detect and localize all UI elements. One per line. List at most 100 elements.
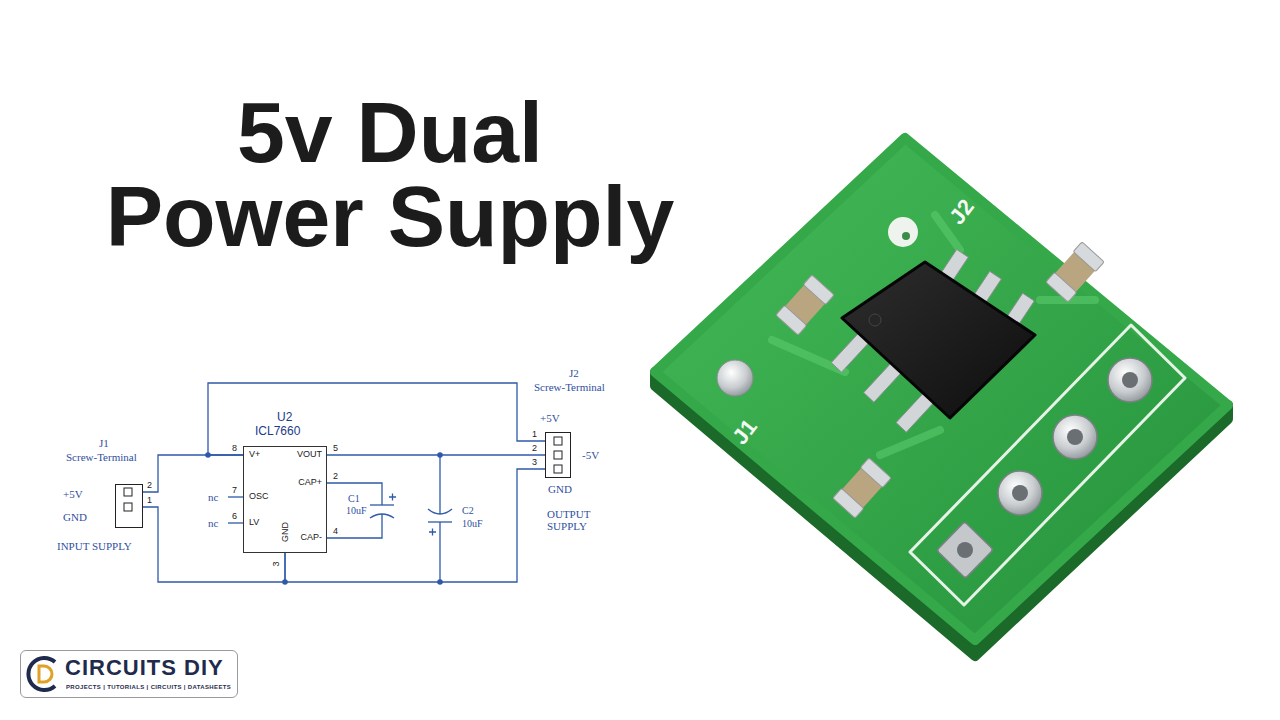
pin-number: 1: [147, 496, 152, 506]
wire: [439, 455, 440, 514]
header-pad: [1053, 415, 1097, 459]
wire: [327, 514, 382, 538]
pin-name: CAP+: [298, 478, 322, 488]
smd-capacitor: [776, 275, 834, 335]
pcb-board: [655, 138, 1228, 640]
wire-connection: [285, 469, 545, 582]
diagram-title: 5v Dual Power Supply: [101, 90, 679, 258]
header-hole: [1012, 485, 1028, 501]
part-reference: J1: [99, 437, 109, 449]
pin-name: CAP-: [300, 533, 322, 543]
pin-number: 1: [532, 430, 537, 440]
part-reference: U2: [277, 411, 292, 424]
header-hole: [1067, 429, 1083, 445]
terminal-pin: [554, 451, 562, 459]
logo-d: [39, 666, 52, 682]
pin-name: GND: [281, 522, 291, 542]
pin-number: 3: [532, 458, 537, 468]
capacitor-terminal: [776, 305, 807, 335]
wire-connection: [208, 383, 545, 455]
pin-number: 6: [232, 512, 237, 522]
terminal-pin: [124, 503, 132, 511]
no-connect-label: nc: [208, 517, 218, 529]
supply-label: INPUT SUPPLY: [57, 540, 132, 552]
pin-stub: [228, 522, 243, 523]
signal-name: GND: [548, 483, 572, 495]
component-value: 10uF: [346, 505, 367, 516]
logo-badge: CIRCUITS DIY PROJECTS | TUTORIALS | CIRCU…: [20, 650, 238, 698]
capacitor-plate: [370, 504, 394, 505]
logo-text: CIRCUITS DIY: [65, 656, 224, 680]
part-number: ICL7660: [255, 425, 300, 438]
pcb-photo: [655, 138, 1228, 656]
logo-icon: [28, 658, 55, 690]
capacitor-terminal: [833, 488, 864, 518]
pcb-via: [888, 217, 918, 247]
smd-capacitor: [1046, 242, 1104, 302]
pin-number: 2: [532, 444, 537, 454]
screw-terminal: J2Screw-Terminal: [545, 432, 571, 478]
terminal-pin: [124, 488, 132, 496]
logo-ring: [28, 658, 55, 690]
polarity-plus: [389, 494, 396, 501]
pin-number: 8: [232, 444, 237, 454]
capacitor-plate-curved: [428, 509, 452, 514]
header-pad: [1108, 358, 1152, 402]
component-reference: C2: [462, 505, 474, 516]
chip-legs: [831, 249, 1034, 432]
part-reference: J2: [569, 367, 579, 379]
junction-dots: [205, 452, 443, 585]
pin-name: VOUT: [297, 450, 322, 460]
pin-number: 2: [147, 481, 152, 491]
no-connect-label: nc: [208, 491, 218, 503]
signal-name: +5V: [540, 412, 560, 424]
chip-body: [842, 262, 1035, 418]
capacitor-terminal: [1073, 242, 1104, 272]
signal-name: +5V: [63, 488, 83, 500]
header-pad: [998, 471, 1042, 515]
component-reference: C1: [348, 493, 360, 504]
capacitor-terminal: [860, 458, 891, 488]
wire: [439, 522, 440, 582]
header-hole: [1122, 372, 1138, 388]
signal-name: -5V: [582, 449, 599, 461]
smd-capacitor: [833, 458, 891, 518]
wire-connection: [143, 507, 285, 582]
pin-stub: [228, 496, 243, 497]
header-hole: [957, 542, 973, 558]
header-square-pad: [937, 522, 994, 579]
screw-terminal: J1Screw-Terminal: [115, 484, 143, 528]
pin-name: LV: [249, 518, 259, 528]
pin-number: 7: [232, 486, 237, 496]
ic-package: U2ICL7660V+OSCLVGNDVOUTCAP+CAP-: [243, 446, 327, 553]
pcb-via-hole: [902, 232, 910, 240]
wire-connection: [327, 454, 545, 455]
pin-name: V+: [249, 450, 260, 460]
part-type: Screw-Terminal: [534, 381, 605, 393]
pin-number: 5: [333, 444, 338, 454]
pin-number: 4: [333, 527, 338, 537]
signal-name: GND: [63, 511, 87, 523]
terminal-pin: [554, 465, 562, 473]
chip-pin1-mark: [869, 314, 881, 326]
polarity-plus: [429, 529, 436, 536]
capacitor-terminal: [1046, 272, 1077, 302]
pin-number: 3: [272, 561, 282, 566]
pcb-trace: [772, 215, 1095, 455]
terminal-pin: [554, 437, 562, 445]
pcb-via: [717, 360, 753, 396]
terminal-pins: [124, 437, 562, 511]
capacitor-terminal: [803, 275, 834, 305]
pin-number: 2: [333, 472, 338, 482]
logo-tagline: PROJECTS | TUTORIALS | CIRCUITS | DATASH…: [66, 684, 231, 691]
wire: [327, 483, 382, 505]
component-value: 10uF: [462, 518, 483, 529]
pin-name: OSC: [249, 492, 269, 502]
schematic-wiring: [228, 455, 452, 582]
wire-connection: [143, 455, 243, 492]
part-type: Screw-Terminal: [66, 451, 137, 463]
supply-label: OUTPUT SUPPLY: [547, 508, 603, 532]
